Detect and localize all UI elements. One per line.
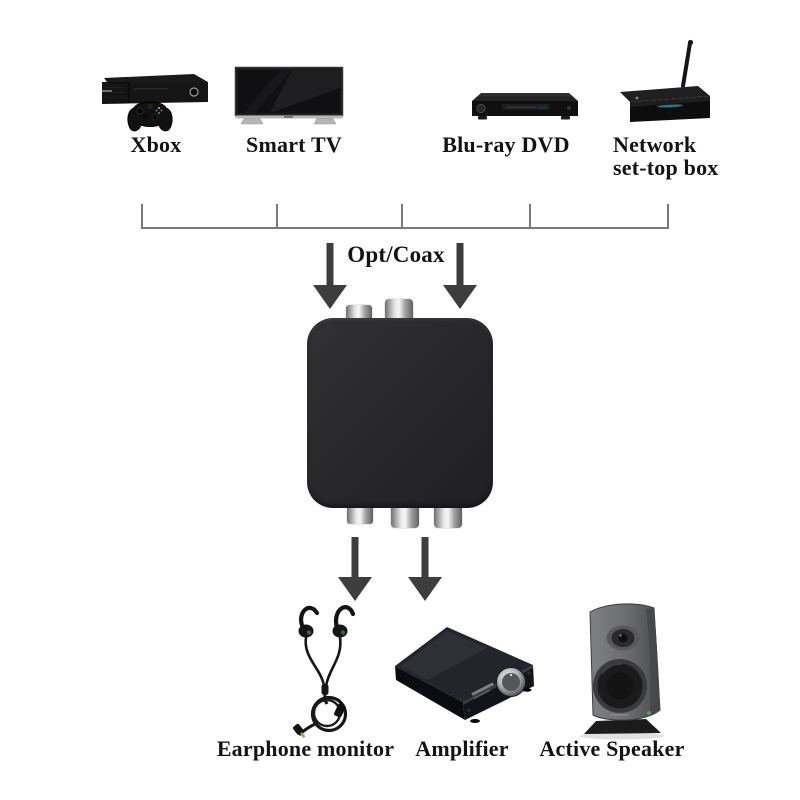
label-opt-coax: Opt/Coax [347,242,445,267]
label-xbox: Xbox [130,132,182,157]
xbox-console-image [102,74,208,132]
input-arrow-left-icon [313,243,347,309]
speaker-stand-icon [584,719,661,734]
headphone-output-connector-icon [347,506,373,524]
output-arrow-left-icon [338,537,372,602]
label-set-top-box: Network set-top box [613,132,719,180]
output-arrow-right-icon [408,537,442,602]
xbox-controller-icon [127,101,173,132]
set-top-box-image [620,39,710,122]
optical-input-connector-icon [346,305,372,321]
earphone-image [292,605,356,738]
amplifier-image [395,627,534,723]
label-amplifier: Amplifier [415,736,509,761]
dac-converter-image [307,318,493,508]
coax-input-connector-icon [385,299,413,321]
label-blu-ray: Blu-ray DVD [442,132,570,157]
rca-output-right-connector-icon [434,506,462,528]
smart-tv-image [234,66,344,125]
active-speaker-image [580,603,664,740]
rca-output-left-connector-icon [391,506,419,528]
audio-jack-icon [292,723,306,738]
label-smart-tv: Smart TV [246,132,342,157]
label-active-speaker: Active Speaker [539,736,685,761]
blu-ray-player-image [472,93,578,120]
antenna-icon [681,41,692,88]
input-arrow-right-icon [443,243,477,309]
power-led-icon [647,711,651,715]
label-earphone-monitor: Earphone monitor [216,736,395,761]
